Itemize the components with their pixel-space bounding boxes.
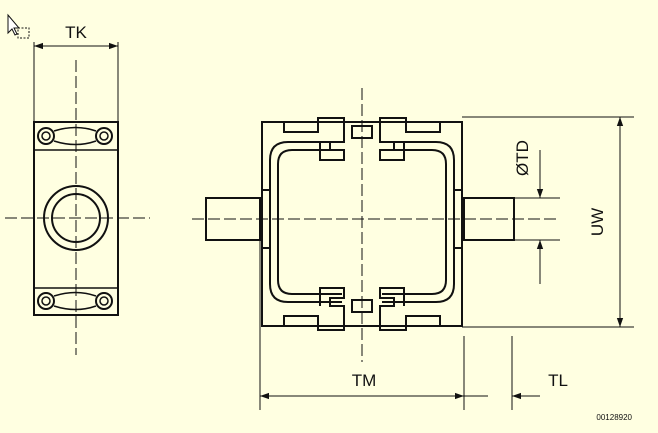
tm-label: TM [352,371,377,390]
drawing-code: 00128920 [596,413,632,422]
front-view [192,88,560,362]
mouse-pointer-selection-icon[interactable] [7,13,30,39]
uw-label: UW [588,208,607,236]
dimensions [259,116,634,410]
tk-label: TK [65,23,87,42]
tl-label: TL [548,371,568,390]
td-label: ØTD [513,140,532,176]
side-view [5,42,150,355]
